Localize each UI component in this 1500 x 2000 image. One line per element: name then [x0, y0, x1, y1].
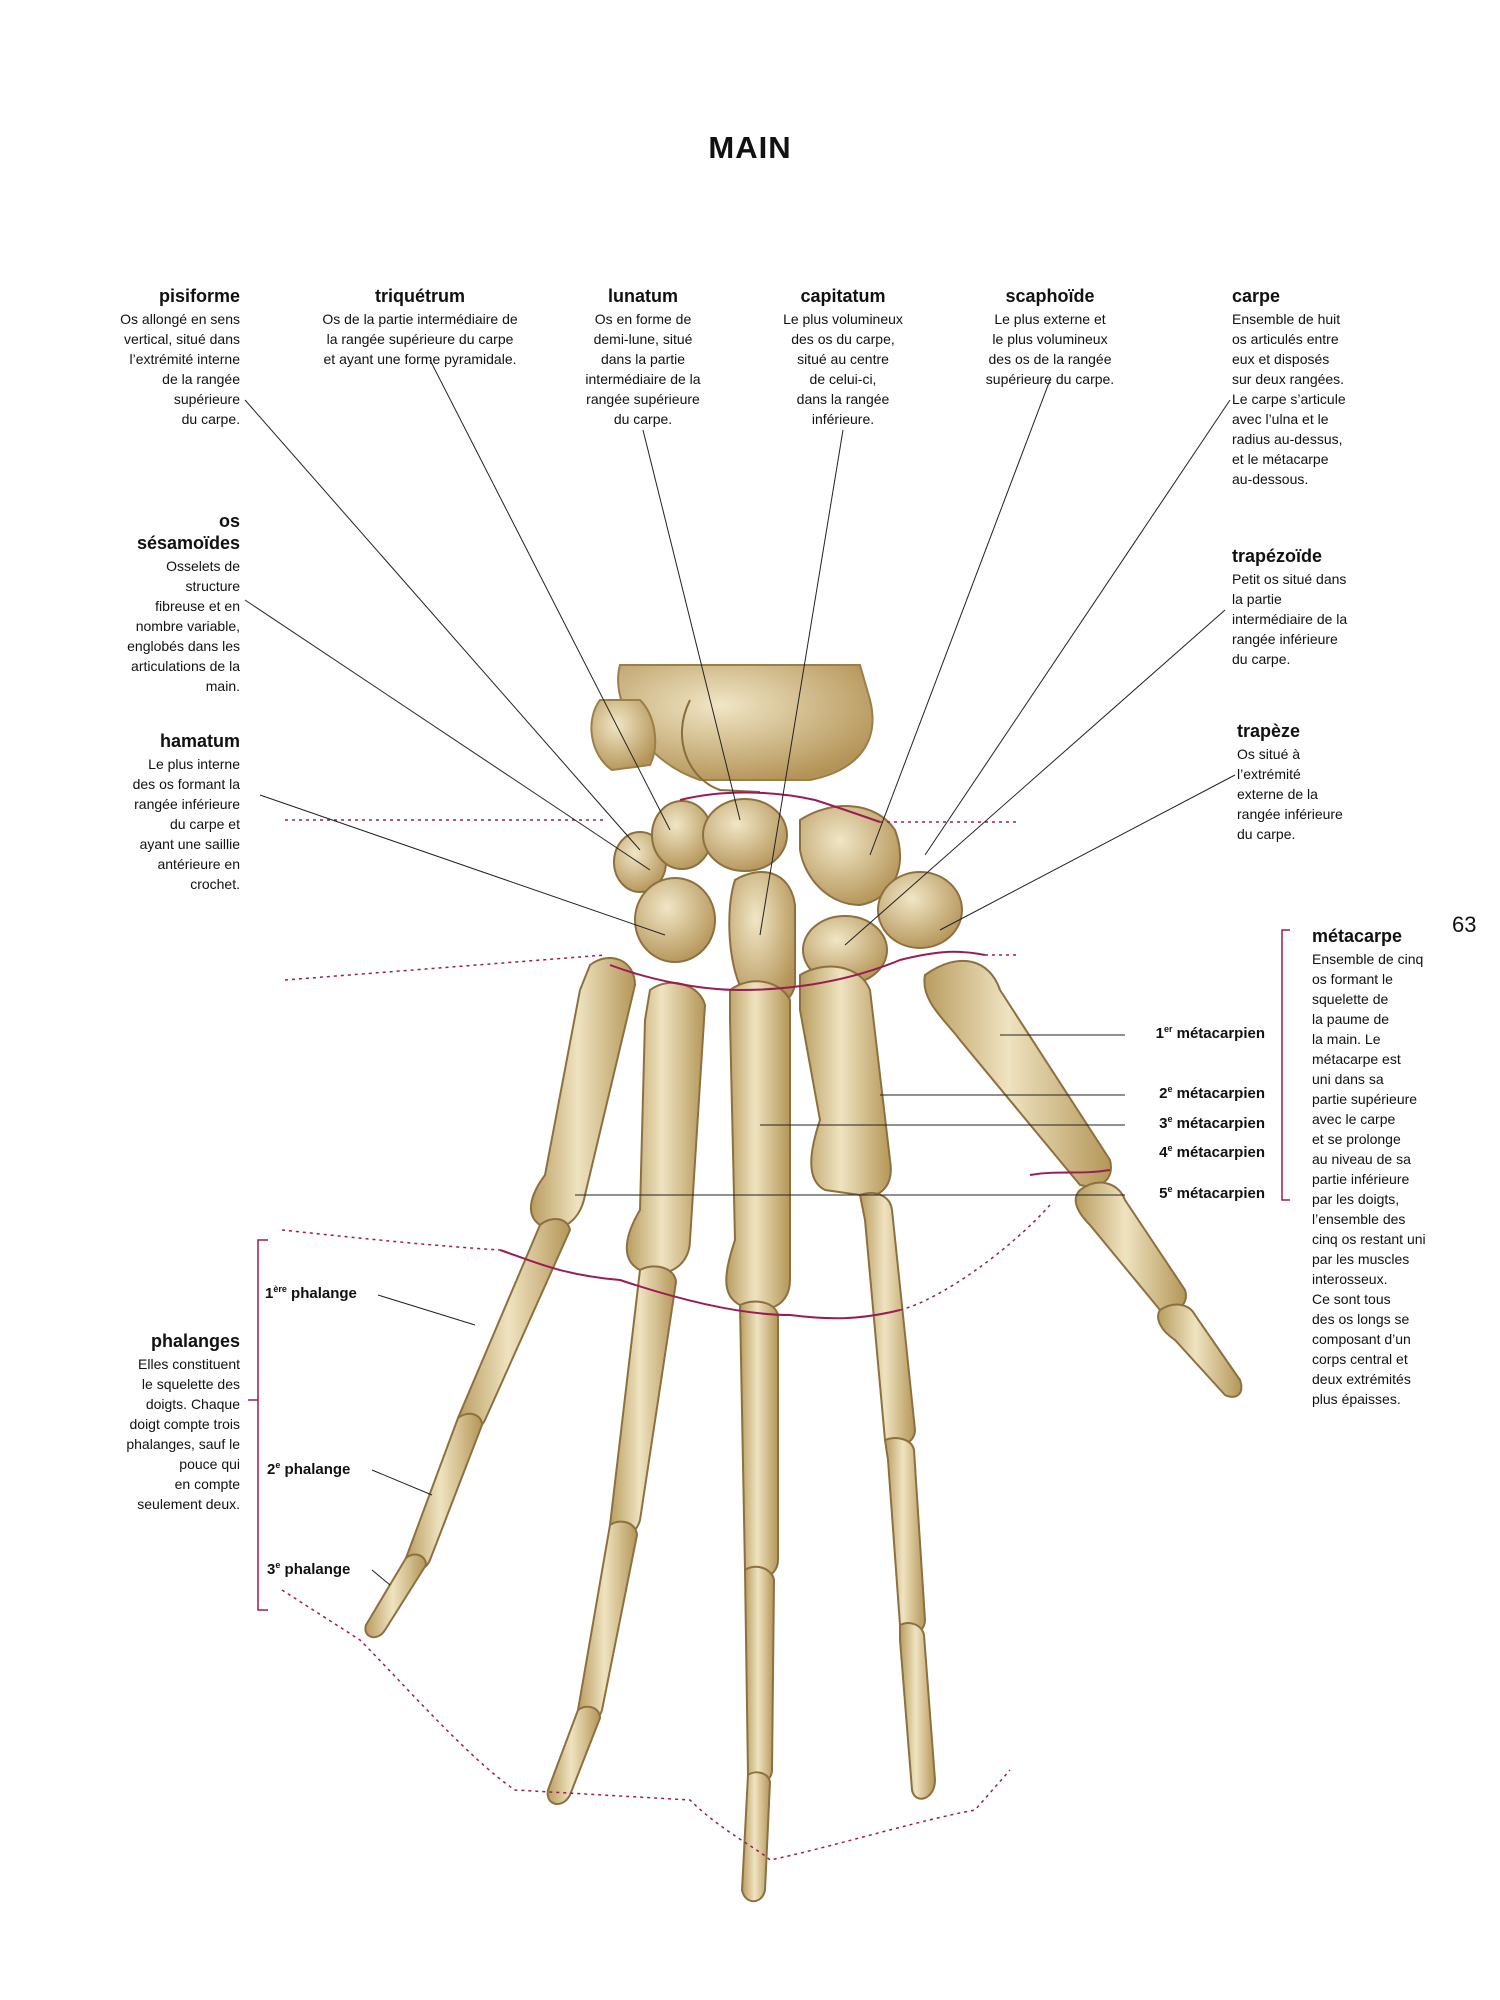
outline-dashes — [281, 819, 1051, 1861]
thumb-phalanges — [1074, 1181, 1243, 1398]
metacarpien-3-label: 3e métacarpien — [1159, 1114, 1265, 1132]
label-capitatum-desc: Le plus volumineux des os du carpe, situ… — [783, 311, 903, 427]
label-lunatum: lunatum Os en forme de demi-lune, situé … — [563, 285, 723, 429]
label-trapeze: trapèze Os situé à l’extrémité externe d… — [1237, 720, 1397, 844]
label-metacarpe-name: métacarpe — [1312, 926, 1403, 946]
label-scaphoide-desc: Le plus externe et le plus volumineux de… — [985, 311, 1115, 387]
label-pisiforme-name: pisiforme — [158, 286, 240, 306]
label-lunatum-desc: Os en forme de demi-lune, situé dans la … — [585, 311, 701, 427]
metacarpal-bones — [530, 956, 1112, 1311]
forearm-bones — [590, 664, 874, 793]
carpal-bones — [613, 798, 963, 1008]
label-scaphoide: scaphoïde Le plus externe et le plus vol… — [970, 285, 1130, 389]
metacarpal-4 — [625, 981, 707, 1275]
label-os-sesamoides: os sésamoïdes Osselets de structure fibr… — [85, 510, 240, 696]
label-phalanges-desc: Elles constituent le squelette des doigt… — [126, 1356, 240, 1512]
label-hamatum-name: hamatum — [159, 731, 240, 751]
label-triquetrum-name: triquétrum — [375, 286, 465, 306]
label-trapeze-name: trapèze — [1237, 721, 1301, 741]
label-phalanges-name: phalanges — [150, 1331, 240, 1351]
metacarpal-1 — [923, 959, 1112, 1188]
label-os-sesamoides-name: os sésamoïdes — [136, 511, 240, 553]
label-triquetrum: triquétrum Os de la partie intermédiaire… — [300, 285, 540, 369]
middle-finger-phalanges — [738, 1300, 779, 1903]
phalange-1-label: 1ère phalange — [265, 1284, 357, 1302]
label-metacarpe: métacarpe Ensemble de cinq os formant le… — [1312, 925, 1452, 1409]
ring-finger-phalanges — [546, 1265, 678, 1805]
metacarpal-5 — [530, 956, 637, 1230]
label-trapezoide-name: trapézoïde — [1232, 546, 1323, 566]
label-trapezoide: trapézoïde Petit os situé dans la partie… — [1232, 545, 1392, 669]
phalange-3-label: 3e phalange — [267, 1560, 351, 1578]
label-lunatum-name: lunatum — [608, 286, 678, 306]
label-carpe-desc: Ensemble de huit os articulés entre eux … — [1232, 311, 1346, 487]
metacarpien-4-label: 4e métacarpien — [1159, 1143, 1265, 1161]
lunate-bone — [702, 798, 788, 872]
hamate-bone — [634, 877, 716, 963]
metacarpal-2 — [799, 965, 892, 1198]
brackets — [248, 929, 1290, 1611]
label-capitatum: capitatum Le plus volumineux des os du c… — [763, 285, 923, 429]
label-scaphoide-name: scaphoïde — [1005, 286, 1095, 306]
page-title: MAIN — [708, 130, 792, 165]
label-trapezoide-desc: Petit os situé dans la partie intermédia… — [1232, 571, 1348, 667]
index-finger-phalanges — [858, 1192, 937, 1800]
label-metacarpe-desc: Ensemble de cinq os formant le squelette… — [1312, 951, 1426, 1407]
label-trapeze-desc: Os situé à l’extrémité externe de la ran… — [1237, 746, 1343, 842]
label-pisiforme-desc: Os allongé en sens vertical, situé dans … — [120, 311, 240, 427]
trapezium-bone — [877, 871, 963, 949]
label-triquetrum-desc: Os de la partie intermédiaire de la rang… — [322, 311, 518, 367]
label-capitatum-name: capitatum — [800, 286, 886, 306]
metacarpien-5-label: 5e métacarpien — [1159, 1184, 1265, 1202]
metacarpien-1-label: 1er métacarpien — [1155, 1024, 1265, 1042]
label-hamatum-desc: Le plus interne des os formant la rangée… — [132, 756, 240, 892]
label-phalanges: phalanges Elles constituent le squelette… — [85, 1330, 240, 1514]
leader-lines — [244, 359, 1236, 1586]
label-carpe-name: carpe — [1232, 286, 1281, 306]
page-number: 63 — [1452, 912, 1477, 937]
metacarpien-2-label: 2e métacarpien — [1159, 1084, 1265, 1102]
label-os-sesamoides-desc: Osselets de structure fibreuse et en nom… — [127, 558, 240, 694]
label-carpe: carpe Ensemble de huit os articulés entr… — [1232, 285, 1392, 489]
metacarpal-3 — [725, 980, 791, 1311]
label-pisiforme: pisiforme Os allongé en sens vertical, s… — [85, 285, 240, 429]
phalange-2-label: 2e phalange — [267, 1460, 351, 1478]
joint-lines — [499, 791, 1111, 1320]
label-hamatum: hamatum Le plus interne des os formant l… — [85, 730, 240, 894]
little-finger-phalanges — [364, 1218, 572, 1639]
